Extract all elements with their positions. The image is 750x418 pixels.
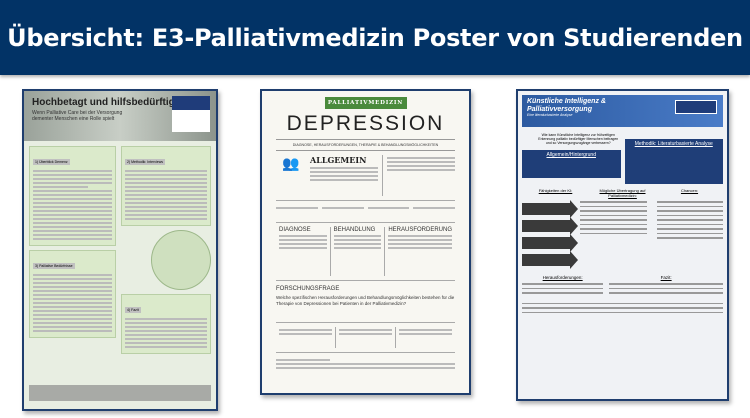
column-heading: Fähigkeiten der KI: xyxy=(538,188,573,193)
university-logo xyxy=(172,96,210,132)
arrow-label xyxy=(522,251,578,269)
section-label: 3) Palliative Bedürfnisse xyxy=(33,263,75,269)
poster-header: Künstliche Intelligenz &Palliativversorg… xyxy=(522,95,723,127)
slide-title: Übersicht: E3-Palliativmedizin Poster vo… xyxy=(7,23,743,52)
poster-ai-palliative-care[interactable]: Künstliche Intelligenz &Palliativversorg… xyxy=(516,89,729,401)
poster-title: Hochbetagt und hilfsbedürftig xyxy=(32,97,175,108)
column-heading: DIAGNOSE xyxy=(279,227,311,233)
people-icon: 👥 xyxy=(282,155,300,171)
section-heading: Herausforderungen: xyxy=(542,275,583,280)
poster-header: Hochbetagt und hilfsbedürftig Wenn Palli… xyxy=(24,91,216,141)
poster-title-line1: Künstliche Intelligenz & xyxy=(527,98,606,105)
section-heading: FORSCHUNGSFRAGE xyxy=(276,286,340,292)
section-label: 2) Methodik: Interviews xyxy=(125,159,165,165)
references-footer xyxy=(29,385,211,401)
section-heading: Allgemein/Hintergrund xyxy=(546,152,596,158)
research-question: Welche spezifischen Herausforderungen un… xyxy=(276,295,455,306)
poster-dementia-palliative-care[interactable]: Hochbetagt und hilfsbedürftig Wenn Palli… xyxy=(22,89,218,411)
column-heading: BEHANDLUNG xyxy=(333,227,376,233)
poster-depression[interactable]: PALLIATIVMEDIZIN DEPRESSION DIAGNOSE, HE… xyxy=(260,89,471,395)
arrow-label xyxy=(522,217,578,235)
circle-diagram xyxy=(151,230,211,290)
section-heading: Methodik: Literaturbasierte Analyse xyxy=(634,141,713,147)
poster-title: DEPRESSION xyxy=(286,112,445,135)
arrow-label xyxy=(522,200,578,218)
column-heading: Mögliche Übertragung auf Palliativmedizi… xyxy=(599,188,646,198)
university-logo xyxy=(675,100,717,114)
category-badge: PALLIATIVMEDIZIN xyxy=(324,97,407,109)
column-heading: HERAUSFORDERUNG xyxy=(388,227,453,233)
section-heading: Fazit: xyxy=(660,275,672,280)
slide-header: Übersicht: E3-Palliativmedizin Poster vo… xyxy=(0,0,750,75)
column-heading: Chancen: xyxy=(680,188,699,193)
section-label: 1) Überblick Demenz xyxy=(33,159,70,165)
section-label: 4) Fazit xyxy=(125,307,141,313)
research-question: Wie kann Künstliche Intelligenz zur früh… xyxy=(538,133,619,145)
poster-subtitle: Eine literaturbasierte Analyse xyxy=(527,113,573,118)
section-heading: ALLGEMEIN xyxy=(310,155,367,165)
poster-title-line2: Palliativversorgung xyxy=(527,105,592,113)
arrow-label xyxy=(522,234,578,252)
poster-subtitle: DIAGNOSE, HERAUSFORDERUNGEN, THERAPIE & … xyxy=(276,139,455,151)
poster-subtitle: Wenn Palliative Care bei der Versorgung … xyxy=(32,110,123,122)
